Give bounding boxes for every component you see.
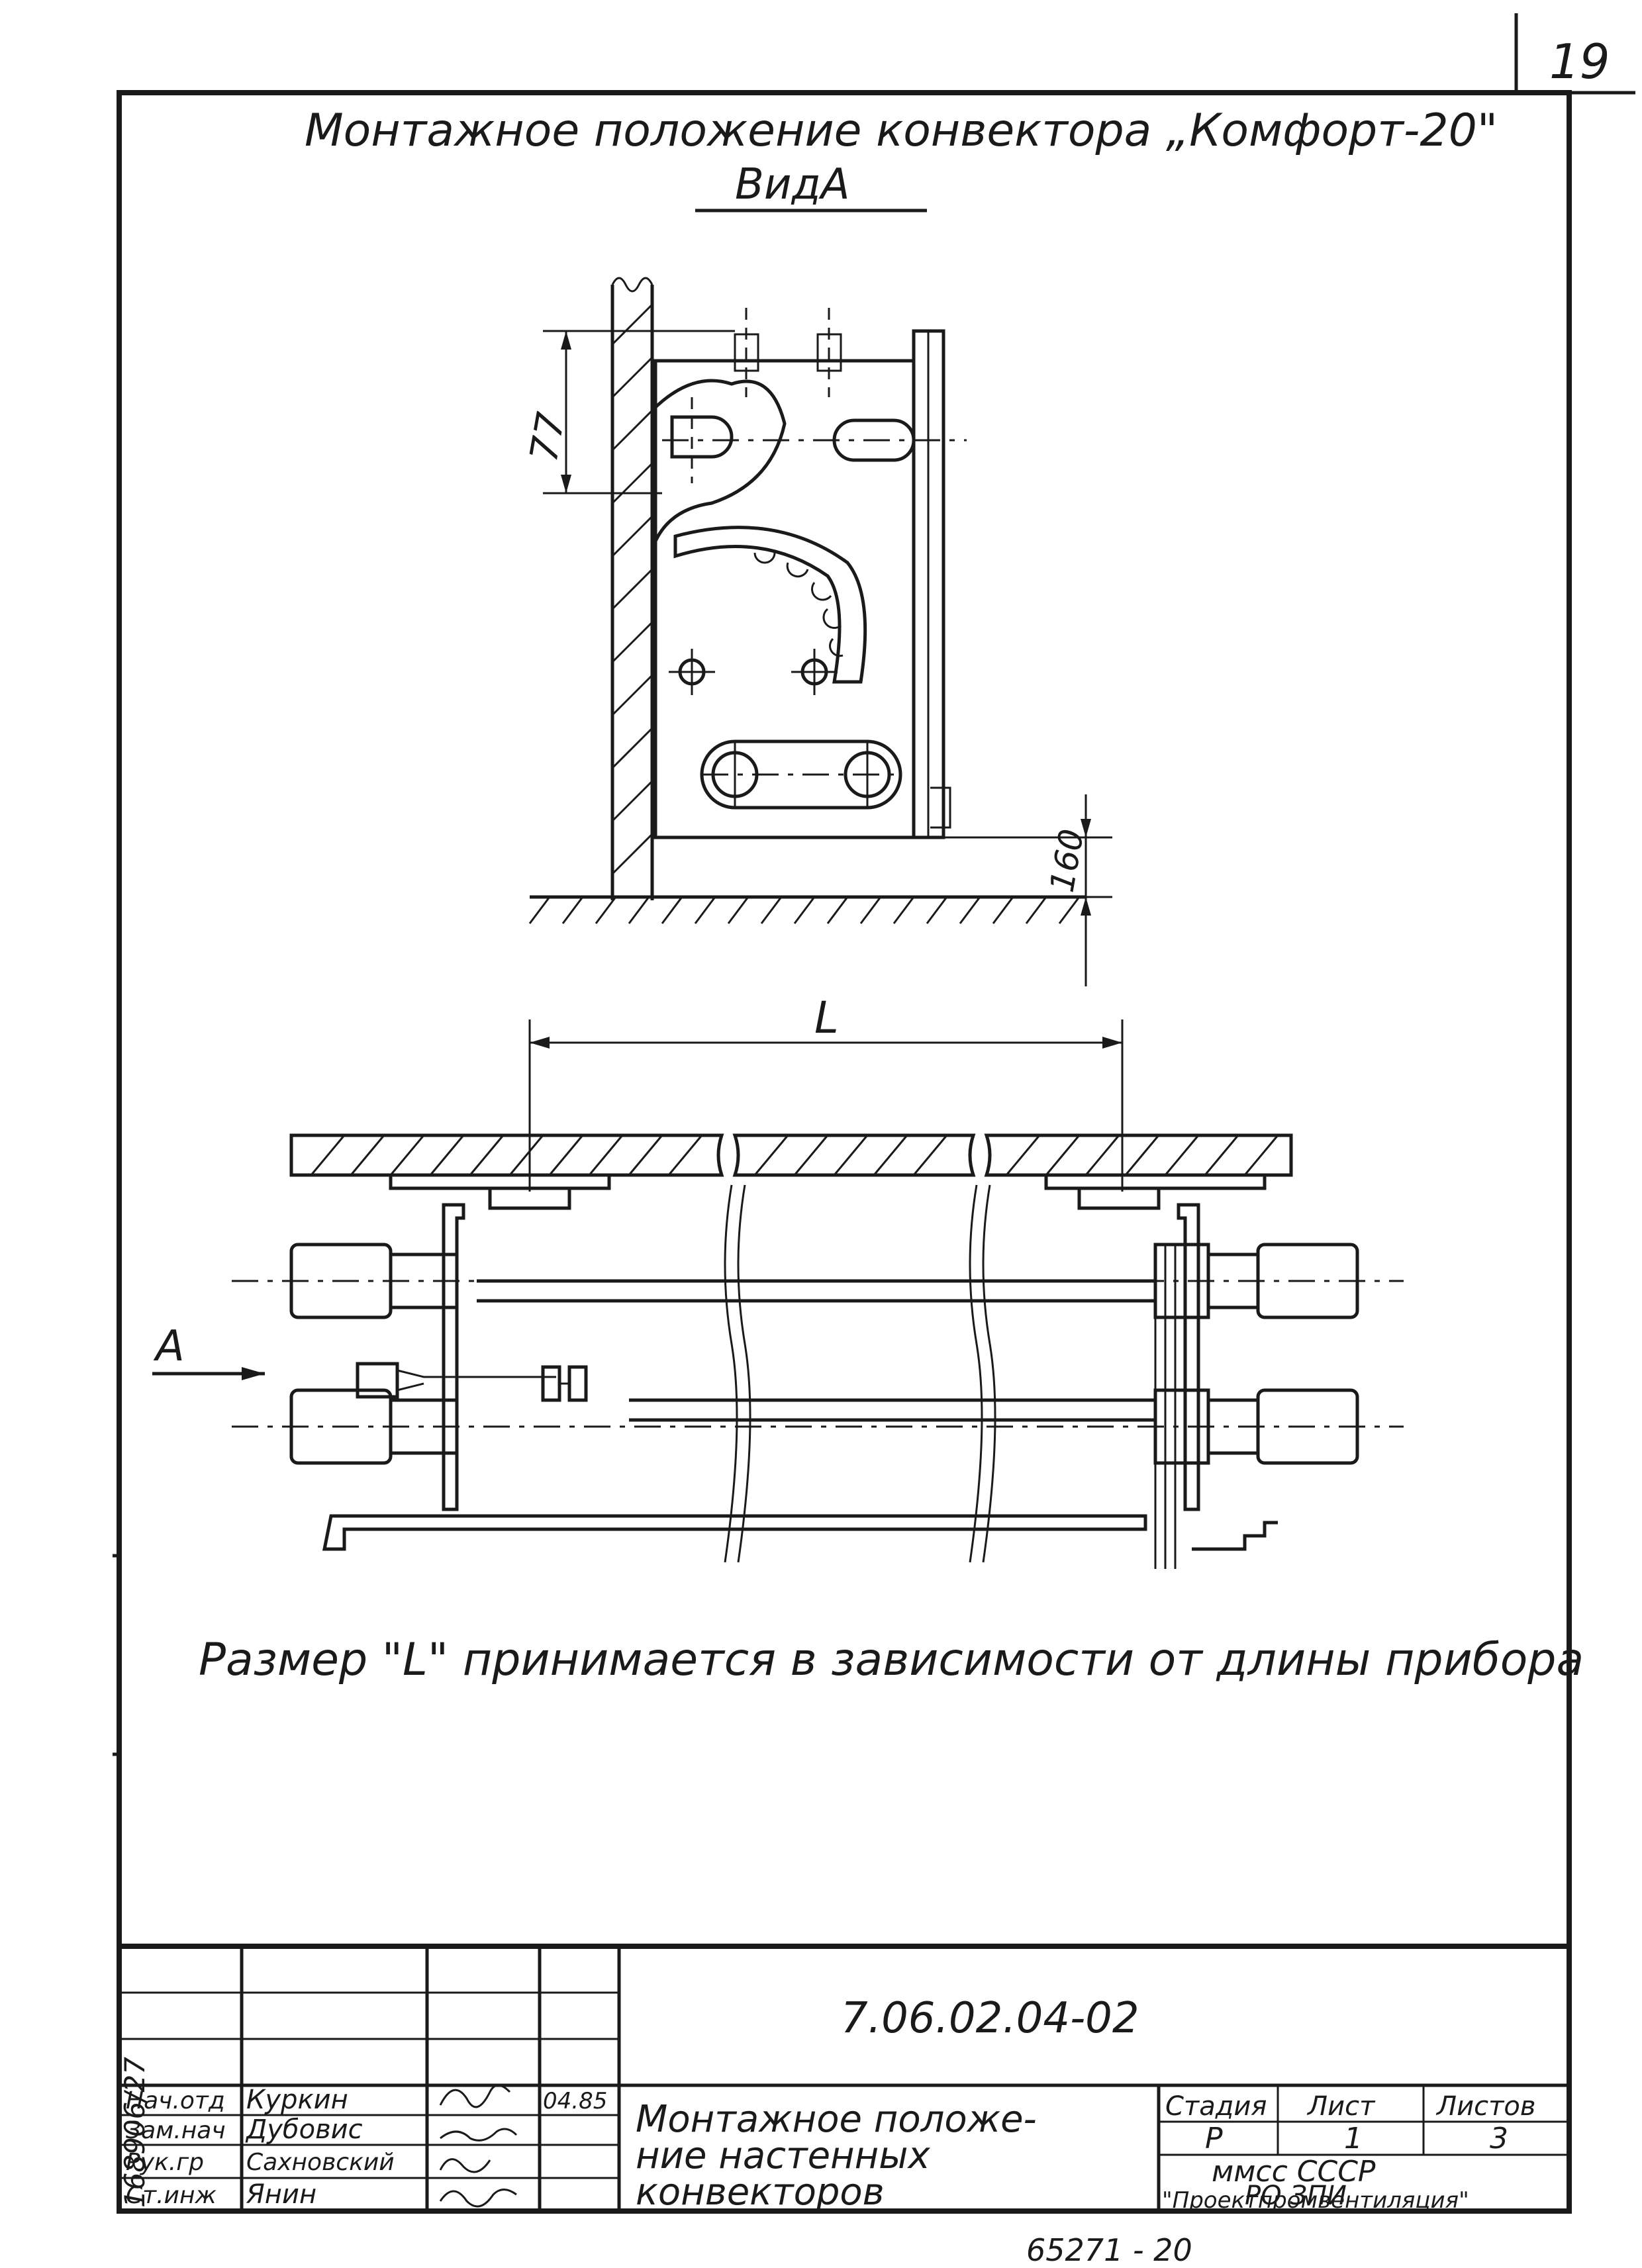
- sheet-frame: [113, 13, 1635, 2214]
- signature-date: 04.85: [543, 2088, 607, 2114]
- view-label: ВидА: [735, 160, 850, 209]
- signature-name: Куркин: [246, 2085, 348, 2115]
- document-code: 7.06.02.04-02: [841, 1994, 1139, 2043]
- org-line-2: РО ЗПИ: [1245, 2181, 1347, 2211]
- plan-view-drawing: [152, 1019, 1404, 1569]
- drawing-name-line-2: ние настенных: [636, 2134, 930, 2177]
- signature-role: Нач.отд: [126, 2087, 225, 2114]
- stage-value: Р: [1205, 2122, 1223, 2155]
- signature-role: Рук.гр: [126, 2149, 204, 2176]
- drawing-name-line-3: конвекторов: [636, 2171, 885, 2214]
- drawing-name-line-1: Монтажное положе-: [636, 2098, 1037, 2141]
- bottom-number: 65271 - 20: [1026, 2232, 1192, 2268]
- view-arrow-label: А: [153, 1322, 185, 1371]
- dimension-l: L: [814, 992, 839, 1043]
- stage-header: Стадия: [1165, 2091, 1267, 2122]
- org-line-3: "Проектпромвентиляция": [1162, 2187, 1469, 2214]
- signature-role: Ст.инж: [126, 2182, 217, 2209]
- signature-name: Янин: [246, 2179, 316, 2210]
- sheets-header: Листов: [1435, 2091, 1535, 2122]
- wall-hatching: [611, 303, 653, 875]
- signature-name: Сахновский: [246, 2149, 395, 2176]
- side-stamp: 168906/27: [119, 2057, 151, 2208]
- sheet-number: 19: [1549, 34, 1610, 89]
- dimension-77: 77: [521, 409, 574, 465]
- handwritten-signatures: [439, 2084, 518, 2208]
- sheets-value: 3: [1490, 2122, 1508, 2155]
- sheet-value: 1: [1344, 2122, 1363, 2155]
- wall-plan-hatching: [310, 1135, 1279, 1176]
- org-line-1: ммсс СССР: [1212, 2155, 1376, 2189]
- signature-role: Зам.нач: [126, 2117, 226, 2144]
- signature-name: Дубовис: [245, 2114, 363, 2145]
- view-a-drawing: [528, 277, 1112, 986]
- floor-hatching: [528, 896, 1081, 924]
- page-title: Монтажное положение конвектора „Комфорт-…: [305, 105, 1498, 157]
- dimension-note: Размер "L" принимается в зависимости от …: [199, 1634, 1584, 1686]
- sheet-header: Лист: [1306, 2091, 1376, 2122]
- title-block: [117, 1944, 1572, 2214]
